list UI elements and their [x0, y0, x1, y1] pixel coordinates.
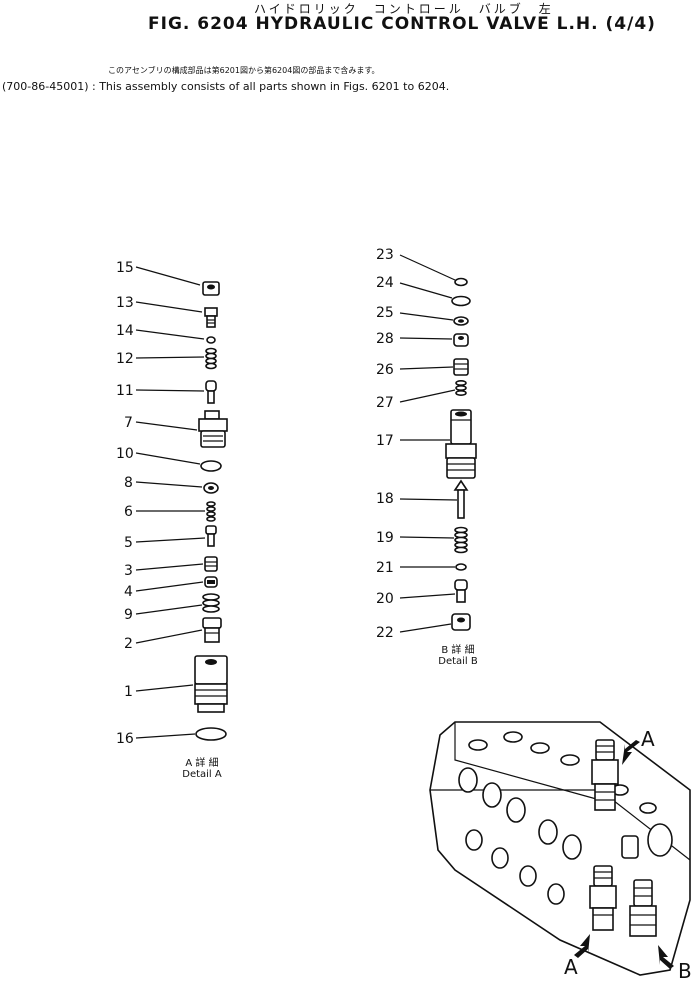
- valve-a-lower: [589, 865, 617, 931]
- callout: 19: [376, 530, 394, 546]
- detail-b-caption-jp: B 詳 細: [441, 645, 475, 656]
- part-14-o-ring: [206, 336, 216, 344]
- part-17-valve-body: [445, 409, 477, 479]
- callout: 1: [124, 684, 133, 700]
- part-28-nut: [453, 333, 469, 347]
- arrow-b: [658, 945, 674, 969]
- view-label-a-top: A: [641, 727, 655, 751]
- detail-b-parts: [445, 277, 477, 631]
- callout: 22: [376, 625, 394, 641]
- callout: 14: [116, 323, 134, 339]
- part-20-piston: [454, 579, 468, 603]
- detail-b-callouts: 23 24 25 28 26 27 17 18 19 21 20 22: [376, 247, 394, 641]
- callout: 27: [376, 395, 394, 411]
- part-22-plug: [451, 613, 471, 631]
- assembly-note: (700-86-45001) : This assembly consists …: [2, 80, 450, 93]
- part-6-spring: [206, 501, 216, 522]
- callout: 5: [124, 535, 133, 551]
- part-4-ring: [204, 576, 218, 588]
- detail-a-caption-en: Detail A: [182, 769, 222, 780]
- valve-a-top: [591, 739, 619, 811]
- detail-b-caption-en: Detail B: [438, 656, 478, 667]
- detail-a-callouts: 15 13 14 12 11 7 10 8 6 5 3 4 9 2 1 16: [116, 260, 134, 747]
- part-23-o-ring: [454, 277, 468, 287]
- part-13-adjust-screw: [204, 307, 218, 328]
- callout: 7: [124, 415, 133, 431]
- valve-assembly-view: A A B: [429, 721, 692, 983]
- part-26-plug: [453, 358, 469, 376]
- callout: 18: [376, 491, 394, 507]
- part-12-spring: [205, 347, 217, 370]
- callout: 8: [124, 475, 133, 491]
- part-8-ring: [203, 482, 219, 494]
- part-3-plug: [204, 556, 218, 572]
- part-9-backup-ring: [202, 593, 220, 613]
- detail-a-parts: [194, 281, 228, 741]
- detail-a-leaders: [135, 266, 206, 739]
- valve-b: [629, 879, 657, 937]
- callout: 17: [376, 433, 394, 449]
- part-27-spring: [455, 379, 467, 396]
- callout: 11: [116, 383, 134, 399]
- part-25-ring: [453, 316, 469, 326]
- arrow-a-top: [622, 740, 640, 765]
- callout: 28: [376, 331, 394, 347]
- callout: 20: [376, 591, 394, 607]
- part-10-o-ring: [200, 460, 222, 472]
- callout: 24: [376, 275, 394, 291]
- callout: 16: [116, 731, 134, 747]
- view-label-a-lower: A: [564, 955, 578, 979]
- detail-a-caption: A 詳 細 Detail A: [172, 758, 232, 780]
- part-5-piston: [205, 525, 217, 547]
- japanese-note: このアセンブリの構成部品は第6201図から第6204図の部品まで含みます。: [108, 66, 380, 75]
- callout: 12: [116, 351, 134, 367]
- part-16-o-ring: [195, 727, 227, 741]
- view-label-b: B: [678, 959, 692, 983]
- callout: 6: [124, 504, 133, 520]
- part-21-o-ring: [455, 563, 467, 571]
- japanese-title: ハイドロリック コントロール バルブ 左: [254, 2, 554, 16]
- callout: 4: [124, 584, 133, 600]
- detail-a-caption-jp: A 詳 細: [185, 758, 219, 769]
- detail-b-leaders: [399, 254, 458, 633]
- part-2-sleeve: [202, 617, 222, 643]
- part-18-needle: [453, 479, 469, 519]
- part-7-valve-body: [198, 410, 228, 448]
- part-1-housing: [194, 655, 228, 713]
- callout: 9: [124, 607, 133, 623]
- arrow-a-lower: [574, 934, 590, 958]
- figure-title: FIG. 6204 HYDRAULIC CONTROL VALVE L.H. (…: [148, 14, 656, 34]
- callout: 23: [376, 247, 394, 263]
- part-24-o-ring: [451, 295, 471, 307]
- callout: 10: [116, 446, 134, 462]
- part-19-spring: [454, 526, 468, 554]
- callout: 3: [124, 563, 133, 579]
- detail-b-caption: B 詳 細 Detail B: [428, 645, 488, 667]
- callout: 13: [116, 295, 134, 311]
- callout: 2: [124, 636, 133, 652]
- part-15-cap: [202, 281, 220, 296]
- part-11-poppet: [205, 380, 217, 404]
- callout: 21: [376, 560, 394, 576]
- callout: 15: [116, 260, 134, 276]
- callout: 25: [376, 305, 394, 321]
- callout: 26: [376, 362, 394, 378]
